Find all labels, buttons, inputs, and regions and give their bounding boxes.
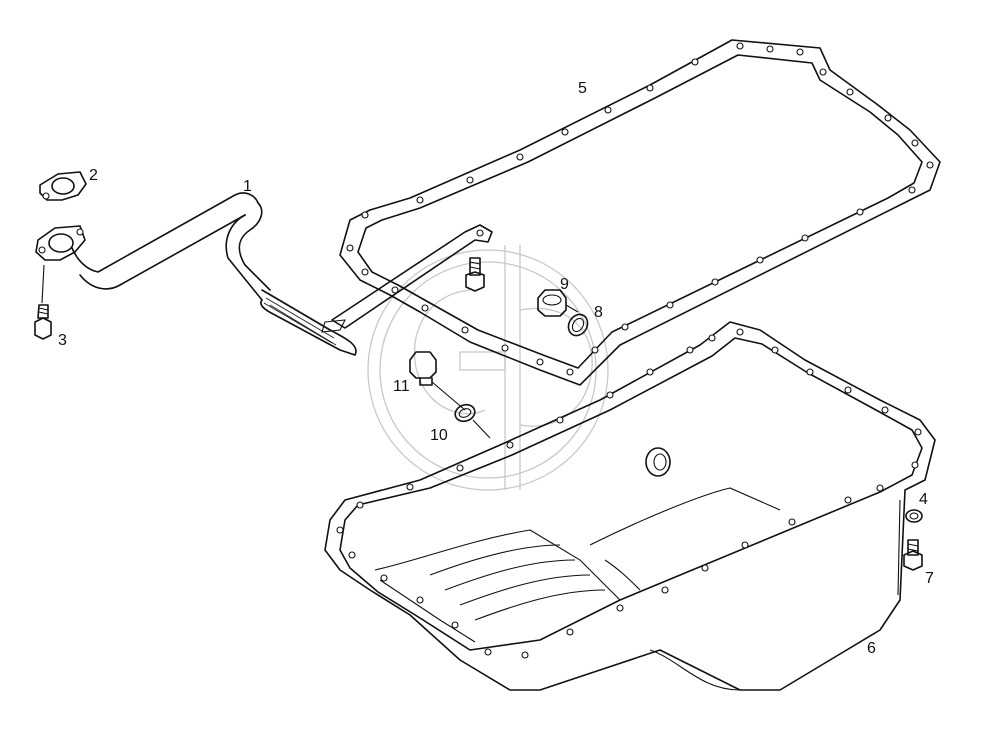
bolt-7 <box>903 539 923 571</box>
plug-9 <box>537 289 579 317</box>
callout-5: 5 <box>578 80 587 97</box>
callout-6: 6 <box>867 640 876 657</box>
callout-11: 11 <box>393 378 410 395</box>
flange-bolt <box>34 264 52 340</box>
washer-4 <box>905 509 923 523</box>
callout-7: 7 <box>925 570 934 587</box>
oil-pan-bolt-holes <box>336 328 922 659</box>
seal-ring-10 <box>454 403 491 439</box>
callout-10: 10 <box>430 427 448 444</box>
drain-plug-boss <box>645 447 671 477</box>
callout-4: 4 <box>919 491 928 508</box>
watermark-logo <box>367 245 609 491</box>
callout-2: 2 <box>89 167 98 184</box>
callout-3: 3 <box>58 332 67 349</box>
seal-ring-8 <box>567 313 589 337</box>
callout-9: 9 <box>560 276 569 293</box>
plug-11 <box>409 351 466 411</box>
callout-1: 1 <box>243 178 252 195</box>
oil-suction-pipe <box>71 192 493 356</box>
oil-pan <box>324 321 936 691</box>
oil-pan-sump-ribs <box>429 544 606 621</box>
callout-8: 8 <box>594 304 603 321</box>
oil-pan-gasket <box>339 39 941 386</box>
gasket-bolt-holes <box>346 42 934 376</box>
pipe-flange <box>35 225 86 261</box>
callout-labels: 1 2 3 4 5 6 7 8 9 10 11 <box>58 80 934 657</box>
pipe-flange-gasket <box>39 171 87 201</box>
bracket-bolt <box>465 257 485 292</box>
